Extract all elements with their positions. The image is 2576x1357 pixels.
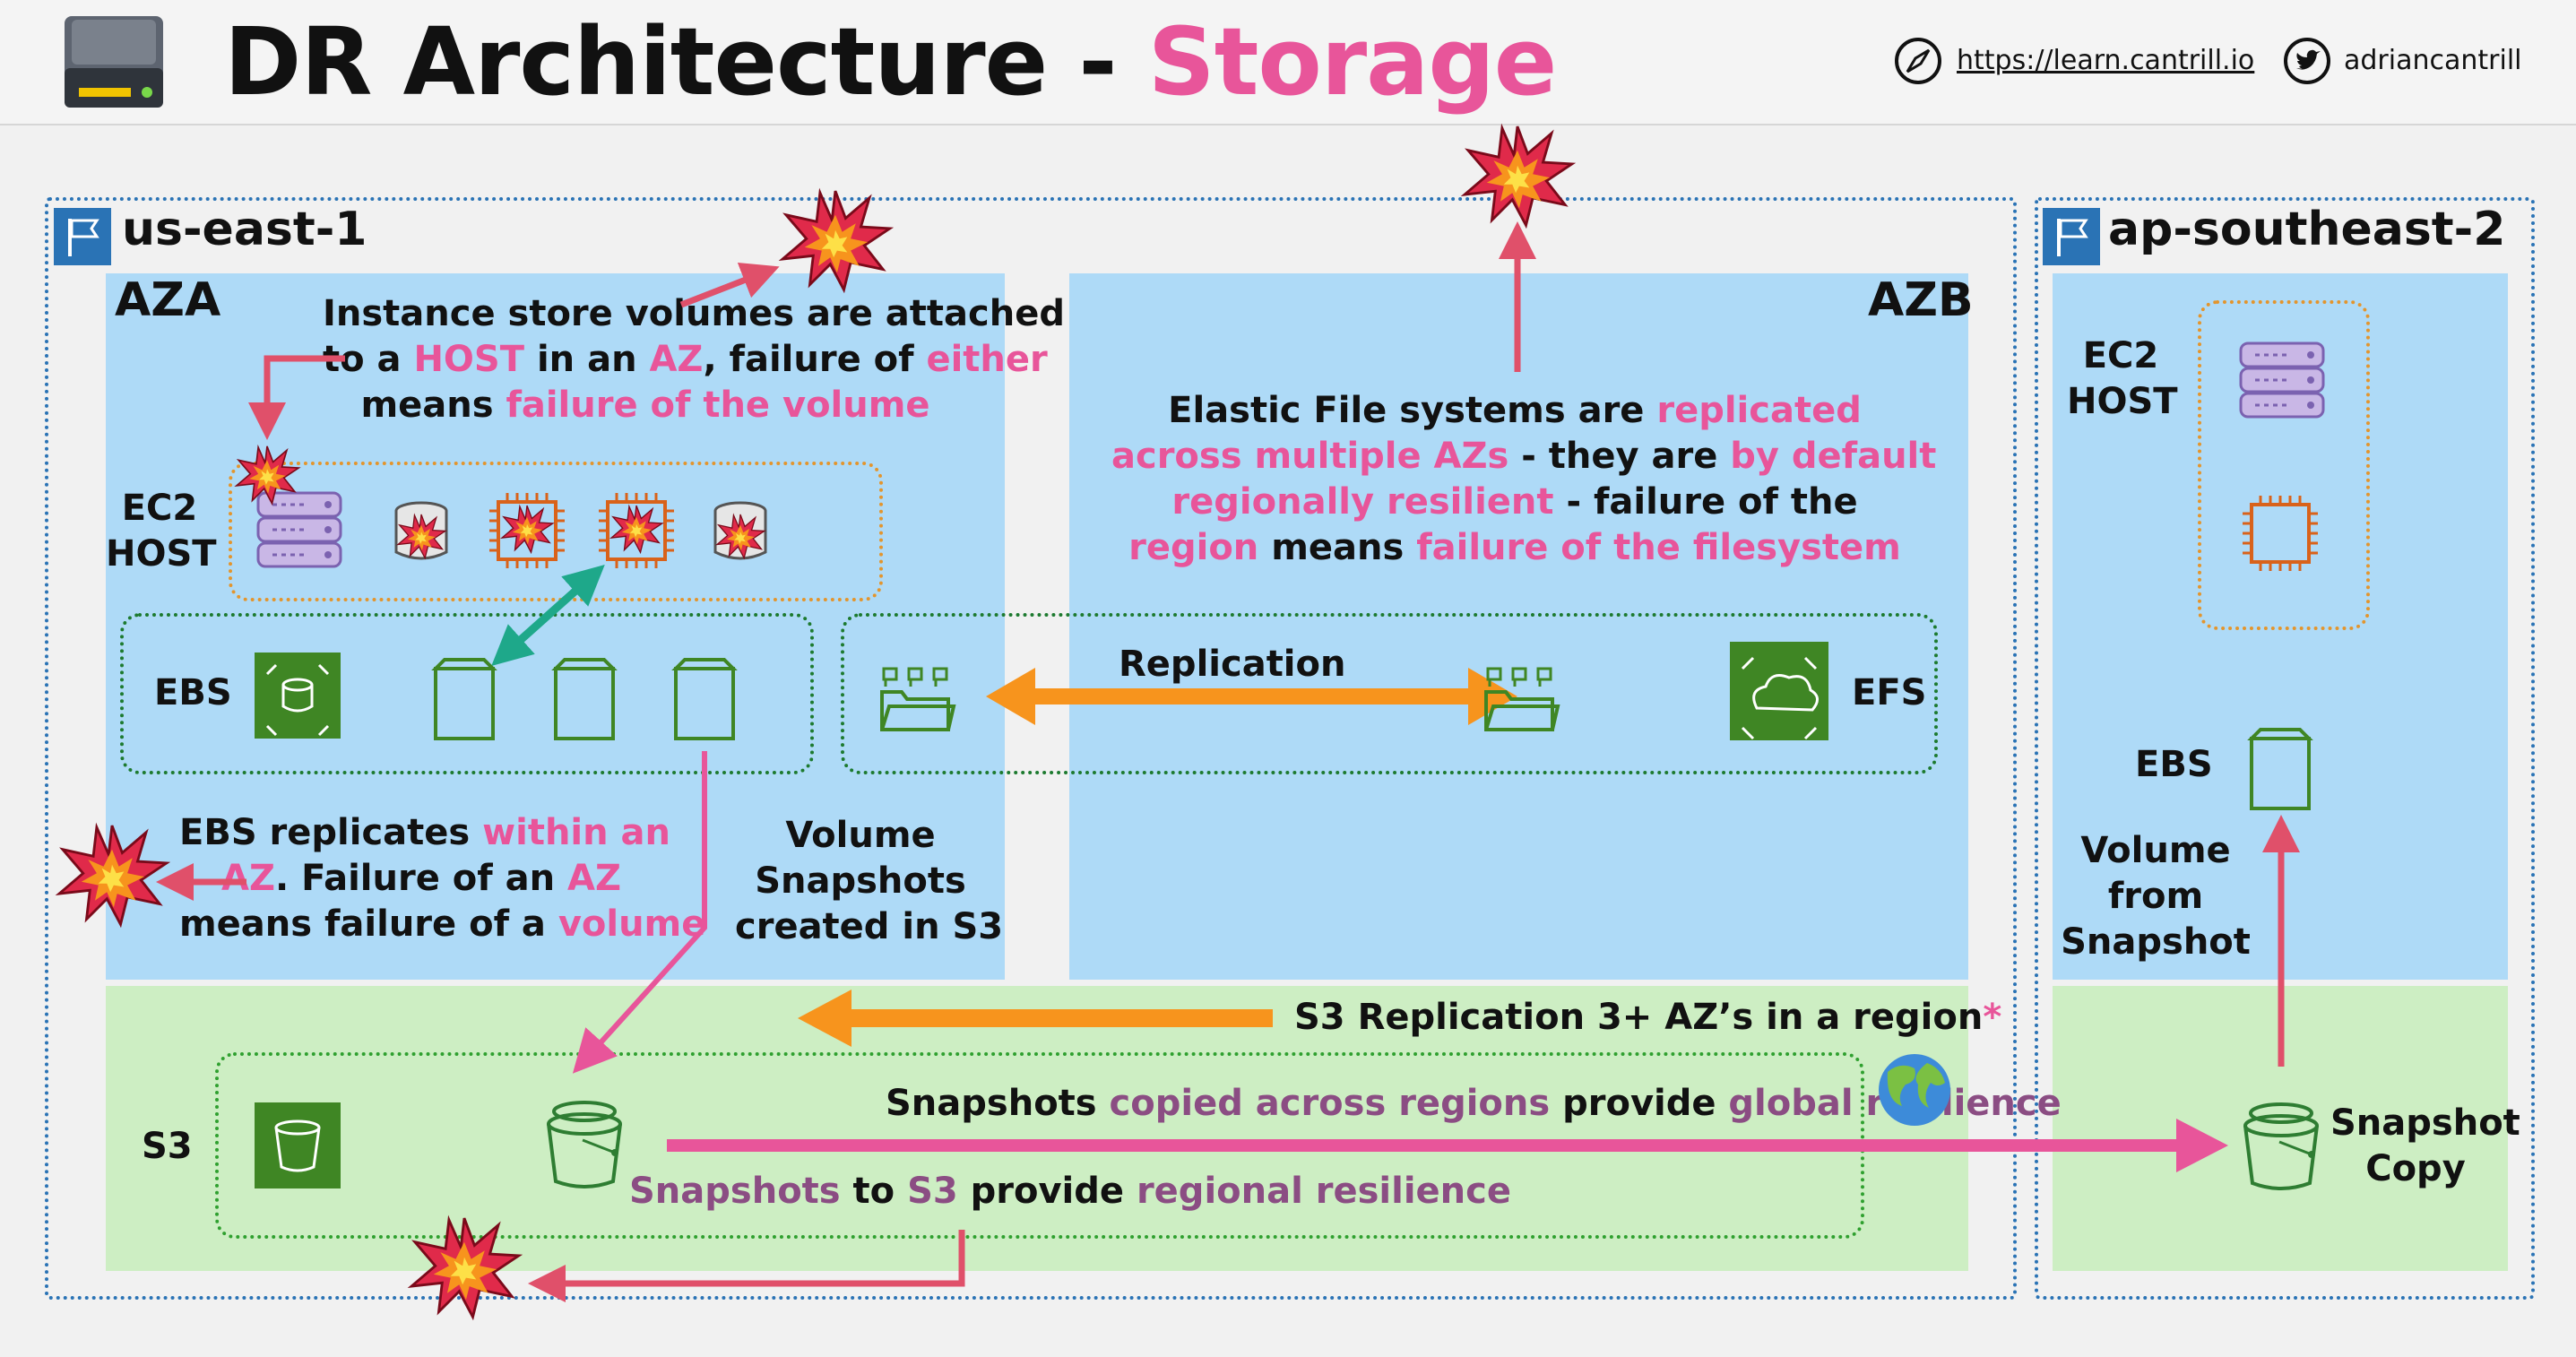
ap-ec2-host-group	[2198, 300, 2370, 630]
region-flag-icon	[54, 208, 111, 265]
snapshot-regional-note: Snapshots to S3 provide regional resilie…	[629, 1171, 1511, 1212]
replication-label: Replication	[1119, 644, 1346, 685]
ebs-note: EBS replicates within an AZ. Failure of …	[179, 812, 706, 945]
az-b-panel	[1069, 273, 1968, 980]
snapshot-global-note: Snapshots copied across regions provide …	[886, 1083, 2062, 1124]
twitter-icon[interactable]	[2282, 36, 2332, 86]
twitter-handle[interactable]: adriancantrill	[2344, 45, 2522, 76]
header-bar	[0, 0, 2576, 125]
region-ap-southeast-2	[2035, 197, 2535, 1300]
course-link[interactable]: https://learn.cantrill.io	[1957, 45, 2255, 76]
az-a-label: AZA	[115, 273, 221, 327]
s3-label: S3	[142, 1126, 193, 1167]
efs-note: Elastic File systems are replicated acro…	[1111, 390, 1937, 568]
region-us-east-1	[45, 197, 2017, 1300]
ebs-group	[120, 613, 814, 774]
az-b-label: AZB	[1868, 273, 1974, 327]
region-name-us-east-1: us-east-1	[122, 203, 367, 256]
region-flag-icon	[2043, 208, 2100, 265]
ap-ebs-label: EBS	[2135, 744, 2213, 785]
s3-replication-note: S3 Replication 3+ AZ’s in a region*	[1294, 997, 2002, 1038]
efs-group	[841, 613, 1938, 774]
region-name-ap-southeast-2: ap-southeast-2	[2108, 203, 2506, 256]
ec2-host-group	[229, 462, 883, 601]
ebs-label: EBS	[154, 672, 232, 713]
instance-store-note: Instance store volumes are attached to a…	[323, 293, 1065, 426]
hard-drive-logo-icon	[65, 16, 163, 108]
page-title: DR Architecture - Storage	[224, 7, 1557, 117]
efs-label: EFS	[1852, 672, 1927, 713]
compass-icon[interactable]	[1893, 36, 1943, 86]
